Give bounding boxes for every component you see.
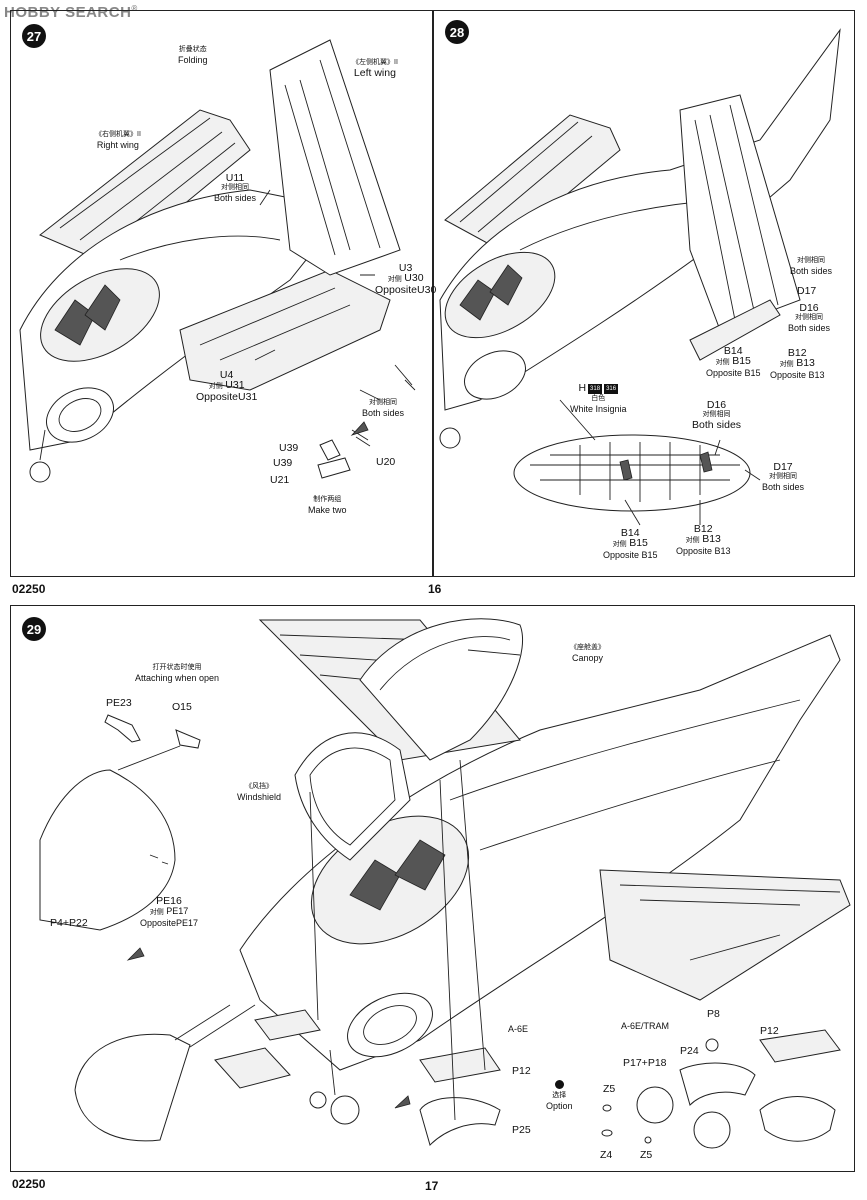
label-z4: Z4: [600, 1149, 613, 1161]
label-pe23: PE23: [106, 697, 132, 709]
label-b14-b15: B14 对侧 B15 Opposite B15: [706, 345, 761, 378]
step-28-panel: [433, 10, 855, 577]
page-16-code: 02250: [12, 582, 46, 596]
label-u39-b: U39: [273, 457, 293, 469]
label-a6e: A-6E: [508, 1024, 529, 1034]
label-p24: P24: [680, 1045, 699, 1057]
label-u4-u31: U4 对侧 U31 OppositeU31: [196, 369, 258, 403]
label-p8: P8: [707, 1008, 720, 1020]
label-z5-b: Z5: [640, 1149, 653, 1161]
page-16-number: 16: [428, 582, 442, 596]
label-z5-a: Z5: [603, 1083, 616, 1095]
step-29-number: 29: [22, 617, 46, 641]
label-p17-p18: P17+P18: [623, 1057, 667, 1069]
direction-arrows: [126, 421, 411, 1109]
step-27-aircraft-drawing: [19, 39, 416, 483]
label-windshield: 《风挡》Windshield: [237, 783, 282, 802]
option-icon: [554, 1080, 564, 1089]
step-29-panel: [10, 605, 855, 1172]
logo-text: HOBBY SEARCH: [4, 4, 132, 21]
hobby-search-logo: HOBBY SEARCH®: [4, 4, 138, 21]
step-27-panel: [10, 10, 433, 577]
label-u3-u30: U3 对侧 U30 OppositeU30: [375, 262, 437, 296]
label-u39-a: U39: [279, 442, 299, 454]
step-27-number: 27: [22, 24, 46, 48]
label-o15: O15: [172, 701, 192, 713]
label-p12-b: P12: [760, 1025, 779, 1037]
label-p25: P25: [512, 1124, 531, 1136]
label-u20: U20: [376, 456, 396, 468]
logo-reg: ®: [131, 4, 138, 13]
decal-badge-316: 316: [604, 383, 619, 394]
label-b14-b15-inset: B14 对侧 B15 Opposite B15: [603, 527, 658, 560]
step-28-number: 28: [445, 20, 469, 44]
page-17-code: 02250: [12, 1177, 46, 1191]
step-29-aircraft-drawing: [39, 618, 851, 1149]
label-canopy: 《座舱盖》Canopy: [570, 644, 605, 663]
step-28-aircraft-drawing: [439, 28, 841, 526]
label-b12-b13-inset: B12 对侧 B13 Opposite B13: [676, 523, 731, 556]
label-pe16-pe17: PE16 对侧 PE17 OppositePE17: [140, 895, 199, 928]
label-a6e-tram: A-6E/TRAM: [621, 1021, 670, 1031]
page-17-number: 17: [425, 1179, 439, 1193]
label-u21: U21: [270, 474, 290, 486]
label-p12-a: P12: [512, 1065, 531, 1077]
label-p4-p22: P4+P22: [50, 917, 88, 929]
label-d17: D17: [797, 285, 817, 297]
label-b12-b13: B12 对侧 B13 Opposite B13: [770, 347, 825, 380]
decal-badge-318: 318: [588, 383, 603, 394]
